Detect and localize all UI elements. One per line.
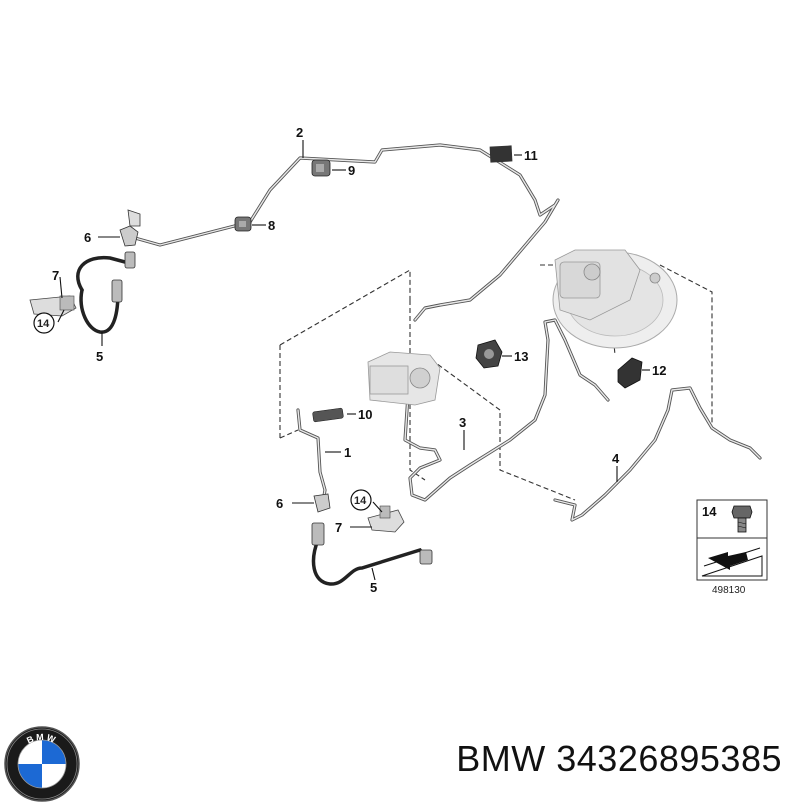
- callout-13: 13: [514, 349, 528, 364]
- foam-pad-11: [489, 145, 513, 163]
- svg-text:BMW: BMW: [25, 732, 59, 746]
- callout-circle-14-lower: [350, 489, 372, 511]
- callout-5-upper: 5: [96, 349, 103, 364]
- legend-part-number: 14: [702, 504, 717, 519]
- holder-7-lower: [367, 505, 405, 533]
- callout-2: 2: [296, 125, 303, 140]
- brake-line-diagram: 2 9 8 11 6 7 5 10 1 6 7 5 3 4 13 12 14 1…: [29, 125, 768, 596]
- leader-lines: [57, 140, 650, 581]
- callout-14-upper: 14: [37, 318, 50, 330]
- diagram-code: 498130: [712, 585, 746, 596]
- bmw-logo: BMW: [4, 726, 80, 802]
- damper-12: [617, 357, 643, 389]
- arrow-symbol-icon: [701, 547, 763, 577]
- callouts: 2 9 8 11 6 7 5 10 1 6 7 5 3 4 13 12 14 1…: [33, 125, 666, 595]
- callout-8: 8: [268, 218, 275, 233]
- callout-6-upper: 6: [84, 230, 91, 245]
- footer-part-number: BMW 34326895385: [456, 738, 782, 779]
- callout-5-lower: 5: [370, 580, 377, 595]
- brake-pipe-4: [553, 386, 762, 522]
- callout-3: 3: [459, 415, 466, 430]
- clip-9: [311, 159, 331, 177]
- screw-icon: [731, 505, 753, 533]
- callout-12: 12: [652, 363, 666, 378]
- bracket-6-upper: [119, 209, 141, 247]
- abs-hydraulic-unit: [367, 351, 441, 406]
- callout-1: 1: [344, 445, 351, 460]
- callout-7-lower: 7: [335, 520, 342, 535]
- bracket-6-lower: [313, 493, 331, 513]
- callout-10: 10: [358, 407, 372, 422]
- clip-8: [234, 216, 252, 232]
- legend-box: 14 498130: [696, 499, 768, 596]
- holder-7-upper: [29, 295, 77, 317]
- foam-pad-10: [312, 407, 344, 423]
- callout-6-lower: 6: [276, 496, 283, 511]
- brake-hose-lower: [311, 522, 433, 586]
- brake-booster: [552, 249, 678, 349]
- callout-7-upper: 7: [52, 268, 59, 283]
- grommet-13: [475, 339, 503, 369]
- brake-pipe-1: [296, 408, 327, 510]
- brake-pipe-2: [133, 143, 560, 322]
- callout-4: 4: [612, 451, 620, 466]
- callout-circle-14-upper: [33, 312, 55, 334]
- callout-11: 11: [524, 148, 538, 163]
- logo-letters: BMW: [25, 732, 57, 746]
- callout-14-lower: 14: [354, 495, 367, 507]
- brake-hose-upper: [76, 251, 136, 334]
- callout-9: 9: [348, 163, 355, 178]
